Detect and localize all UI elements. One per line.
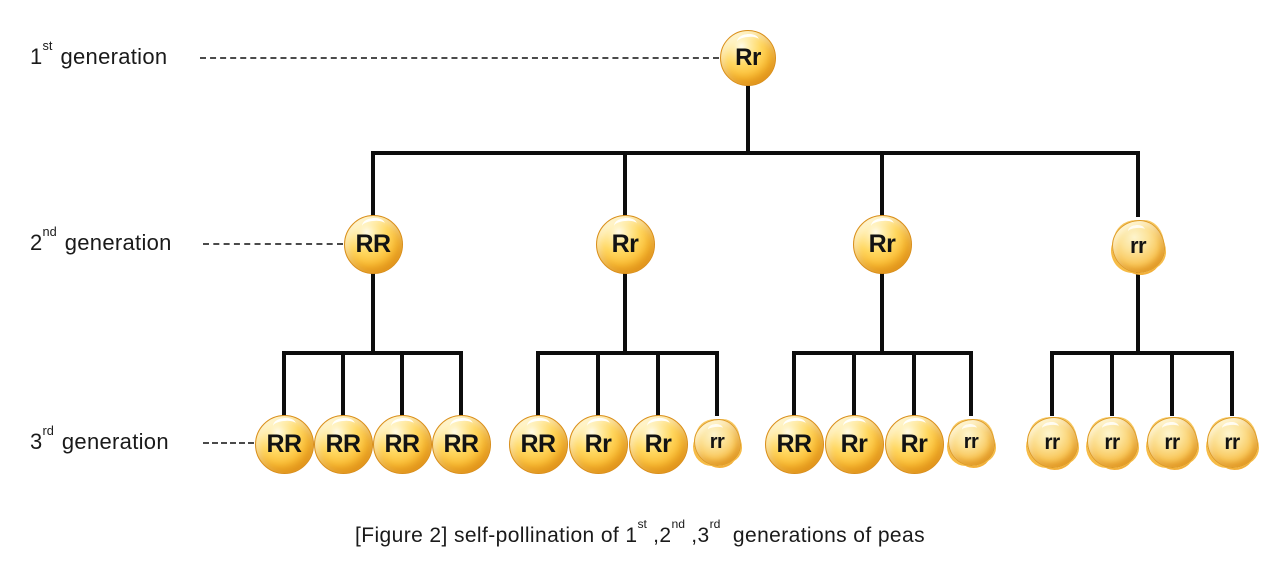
tree-connector-line bbox=[880, 271, 884, 355]
generation-ordinal-suffix: rd bbox=[42, 422, 54, 438]
gen3-pea-2-1-Rr: Rr bbox=[824, 414, 884, 474]
generation-ordinal-suffix: st bbox=[42, 37, 53, 53]
pea-genotype-label: Rr bbox=[868, 229, 896, 258]
tree-connector-line bbox=[536, 351, 540, 416]
tree-connector-line bbox=[1050, 351, 1054, 416]
caption-text-segment: [Figure 2] self-pollination of 1 bbox=[355, 524, 638, 547]
generation-ordinal: 2 bbox=[30, 230, 43, 256]
pea-genotype-label: Rr bbox=[611, 229, 639, 258]
gen2-pea-0-RR: RR bbox=[343, 214, 403, 274]
pea-genotype-label: rr bbox=[709, 431, 725, 453]
tree-connector-line bbox=[596, 351, 600, 416]
caption-ordinal-suffix: rd bbox=[709, 517, 721, 532]
generation-word: generation bbox=[61, 429, 169, 455]
gen3-pea-3-1-rr: rr bbox=[1086, 416, 1138, 468]
tree-connector-line bbox=[880, 151, 884, 217]
pea-genotype-label: rr bbox=[1224, 430, 1240, 454]
caption-text-segment: ,2 bbox=[646, 524, 672, 547]
gen3-pea-1-1-Rr: Rr bbox=[568, 414, 628, 474]
gen3-pea-3-3-rr: rr bbox=[1206, 416, 1258, 468]
label-connector-dotted bbox=[200, 57, 719, 59]
tree-connector-line bbox=[623, 151, 627, 217]
tree-connector-line bbox=[1136, 271, 1140, 355]
tree-connector-line bbox=[282, 351, 286, 416]
gen2-pea-2-Rr: Rr bbox=[852, 214, 912, 274]
pea-genotype-label: RR bbox=[384, 429, 420, 458]
pea-genotype-label: rr bbox=[1164, 430, 1180, 454]
tree-connector-line bbox=[715, 351, 719, 416]
generation-ordinal-suffix: nd bbox=[42, 223, 57, 239]
pea-genotype-label: Rr bbox=[644, 429, 672, 458]
tree-connector-line bbox=[400, 351, 404, 416]
gen3-pea-0-0-RR: RR bbox=[254, 414, 314, 474]
tree-connector-line bbox=[623, 271, 627, 355]
gen3-pea-0-2-RR: RR bbox=[372, 414, 432, 474]
tree-connector-line bbox=[794, 351, 973, 355]
tree-connector-line bbox=[969, 351, 973, 416]
tree-connector-line bbox=[341, 351, 345, 416]
tree-connector-line bbox=[746, 84, 750, 155]
figure-caption: [Figure 2] self-pollination of 1st ,2nd … bbox=[0, 517, 1280, 548]
label-connector-dotted bbox=[203, 442, 254, 444]
tree-connector-line bbox=[656, 351, 660, 416]
gen3-pea-3-0-rr: rr bbox=[1026, 416, 1078, 468]
gen3-pea-0-3-RR: RR bbox=[431, 414, 491, 474]
tree-connector-line bbox=[1230, 351, 1234, 416]
gen1-pea-Rr: Rr bbox=[720, 30, 776, 86]
gen3-pea-2-2-Rr: Rr bbox=[884, 414, 944, 474]
tree-connector-line bbox=[1136, 151, 1140, 217]
tree-connector-line bbox=[371, 151, 375, 217]
generation-label-1: 1st generation bbox=[30, 38, 168, 70]
gen2-pea-3-rr: rr bbox=[1111, 219, 1165, 273]
generation-ordinal: 1 bbox=[30, 44, 43, 70]
tree-connector-line bbox=[852, 351, 856, 416]
pea-genotype-label: Rr bbox=[735, 44, 761, 71]
gen3-pea-1-3-rr: rr bbox=[693, 418, 741, 466]
pea-genotype-label: RR bbox=[325, 429, 361, 458]
caption-ordinal-suffix: nd bbox=[671, 517, 686, 532]
pea-genotype-label: RR bbox=[776, 429, 812, 458]
tree-connector-line bbox=[1110, 351, 1114, 416]
caption-ordinal-suffix: st bbox=[637, 517, 647, 532]
pea-genotype-label: rr bbox=[963, 431, 979, 453]
generation-word: generation bbox=[64, 230, 172, 256]
tree-connector-line bbox=[459, 351, 463, 416]
pea-genotype-label: Rr bbox=[584, 429, 612, 458]
pea-genotype-label: rr bbox=[1104, 430, 1120, 454]
generation-word: generation bbox=[60, 44, 168, 70]
generation-ordinal: 3 bbox=[30, 429, 43, 455]
gen3-pea-2-3-rr: rr bbox=[947, 418, 995, 466]
pea-genotype-label: RR bbox=[266, 429, 302, 458]
pea-genotype-label: Rr bbox=[900, 429, 928, 458]
pea-genotype-label: Rr bbox=[840, 429, 868, 458]
tree-connector-line bbox=[373, 151, 1140, 155]
label-connector-dotted bbox=[203, 243, 343, 245]
gen3-pea-2-0-RR: RR bbox=[764, 414, 824, 474]
tree-connector-line bbox=[912, 351, 916, 416]
generation-label-3: 3rd generation bbox=[30, 423, 169, 455]
gen2-pea-1-Rr: Rr bbox=[595, 214, 655, 274]
tree-connector-line bbox=[1170, 351, 1174, 416]
tree-connector-line bbox=[284, 351, 463, 355]
caption-text-segment: ,3 bbox=[685, 524, 710, 547]
pea-genotype-label: RR bbox=[355, 229, 391, 258]
generation-label-2: 2nd generation bbox=[30, 224, 172, 256]
pea-genotype-label: RR bbox=[443, 429, 479, 458]
tree-connector-line bbox=[792, 351, 796, 416]
tree-connector-line bbox=[1052, 351, 1234, 355]
pea-genotype-label: RR bbox=[520, 429, 556, 458]
tree-connector-line bbox=[538, 351, 719, 355]
pea-genotype-label: rr bbox=[1129, 233, 1147, 258]
gen3-pea-3-2-rr: rr bbox=[1146, 416, 1198, 468]
tree-connector-line bbox=[371, 271, 375, 355]
pea-genotype-label: rr bbox=[1044, 430, 1060, 454]
gen3-pea-1-2-Rr: Rr bbox=[628, 414, 688, 474]
gen3-pea-0-1-RR: RR bbox=[313, 414, 373, 474]
caption-text-segment: generations of peas bbox=[720, 524, 925, 547]
gen3-pea-1-0-RR: RR bbox=[508, 414, 568, 474]
